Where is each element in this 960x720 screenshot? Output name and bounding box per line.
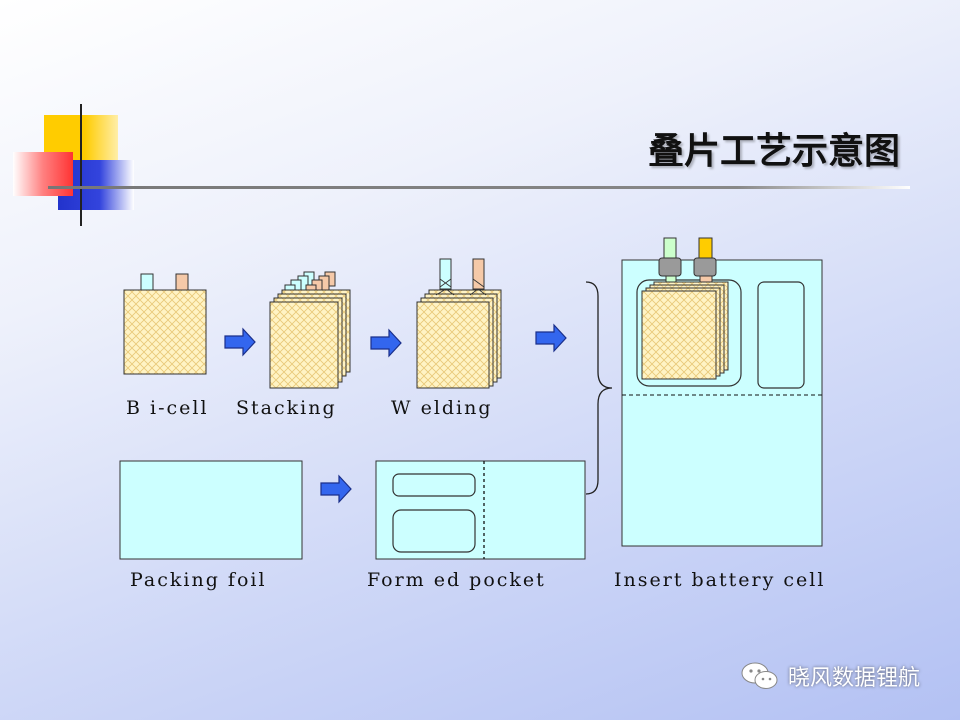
right-arrow-icon — [224, 328, 256, 356]
page-title: 叠片工艺示意图 — [647, 131, 900, 172]
right-arrow-icon — [320, 475, 352, 503]
label-bicell: B i-cell — [126, 397, 209, 419]
welding-illustration — [416, 258, 502, 389]
right-brace-icon — [585, 281, 613, 495]
stacking-body — [269, 301, 339, 389]
welding-body — [416, 301, 490, 389]
bicell-tab-left — [140, 273, 154, 291]
label-insert-battery-cell: Insert battery cell — [614, 569, 826, 591]
label-packing-foil: Packing foil — [130, 569, 267, 591]
label-formed-pocket: Form ed pocket — [367, 569, 546, 591]
formed-pocket-illustration — [375, 460, 586, 560]
logo-decoration — [0, 0, 140, 226]
right-arrow-icon — [535, 324, 567, 352]
wechat-icon — [741, 662, 778, 689]
logo-vertical-line — [80, 104, 82, 226]
welding-tab-left — [439, 258, 452, 290]
welding-tab-right — [472, 258, 485, 290]
stacking-illustration — [269, 271, 351, 389]
terminal-green — [663, 237, 677, 261]
watermark: 晓风数据锂航 — [740, 660, 920, 692]
label-welding: W elding — [391, 397, 493, 419]
terminal-gold — [698, 237, 713, 261]
inserted-cell-body — [641, 290, 717, 380]
bicell-body — [123, 289, 207, 375]
right-arrow-icon — [370, 329, 402, 357]
packing-foil-sheet — [119, 460, 303, 560]
title-rule — [48, 186, 910, 189]
label-stacking: Stacking — [236, 397, 337, 419]
insert-battery-cell-illustration — [621, 237, 823, 547]
bicell-illustration — [123, 273, 207, 375]
bicell-tab-right — [175, 273, 189, 291]
watermark-text: 晓风数据锂航 — [788, 666, 921, 691]
